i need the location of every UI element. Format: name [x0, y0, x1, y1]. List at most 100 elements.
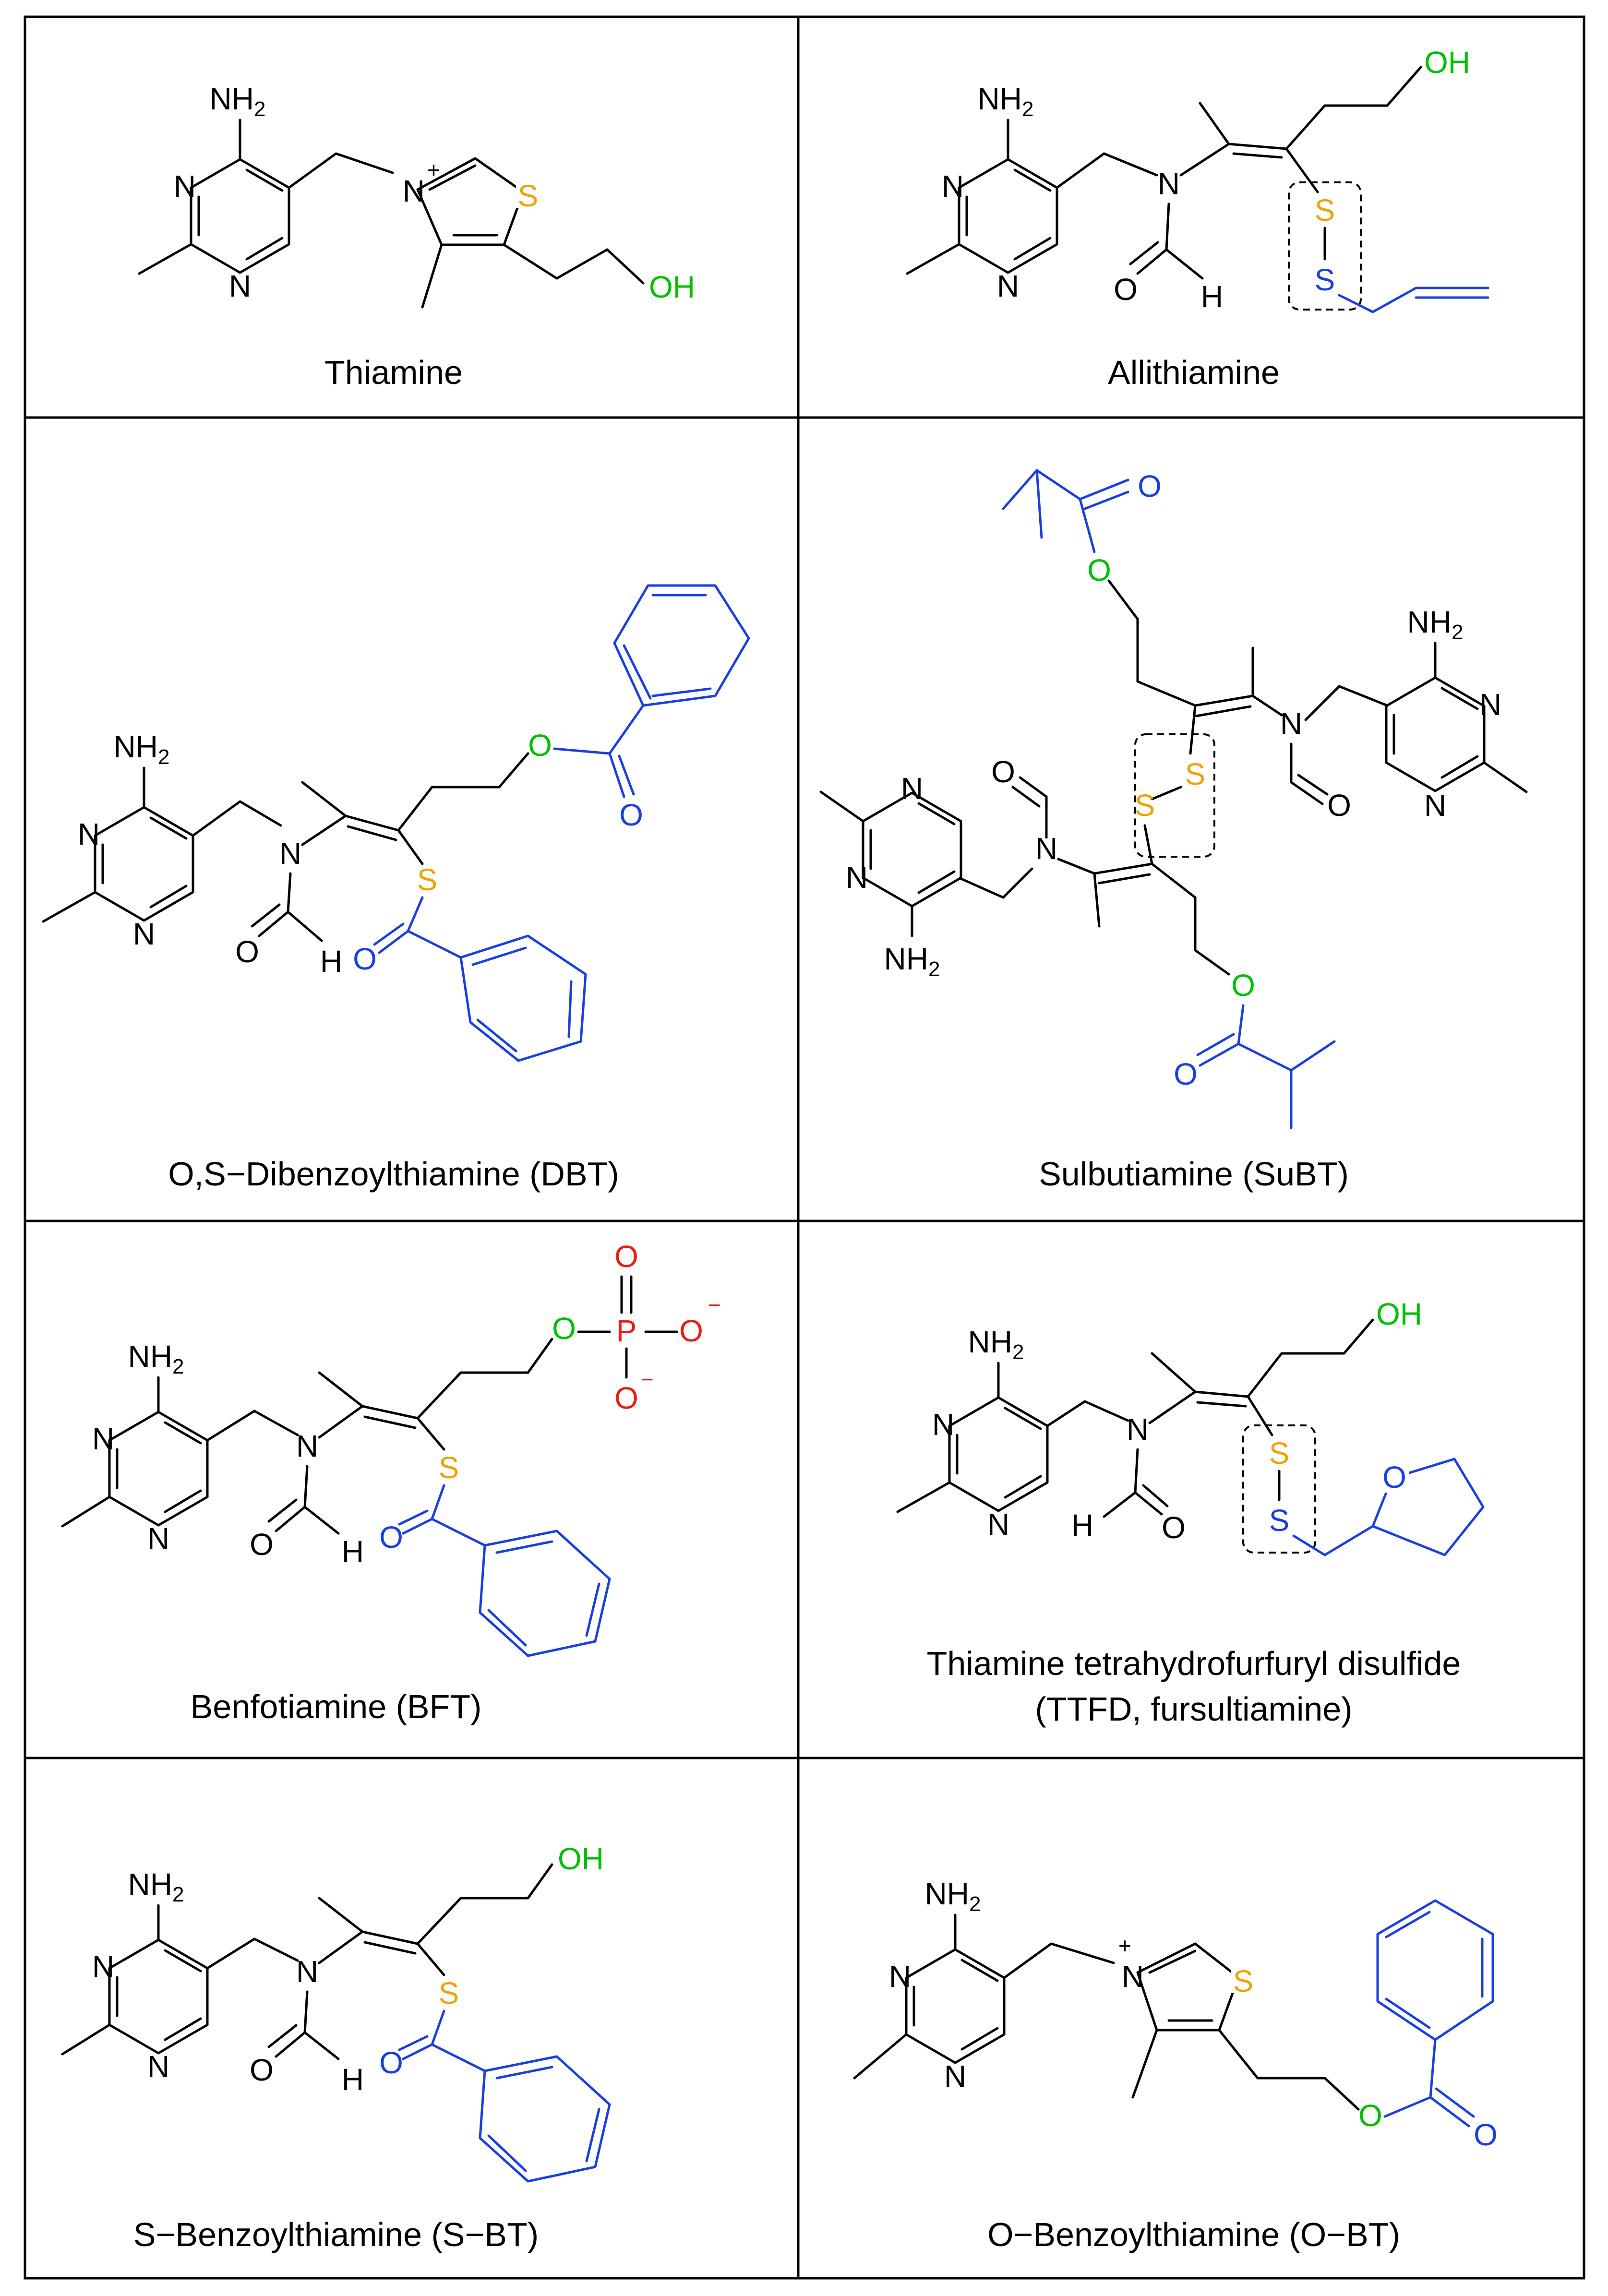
- svg-text:O: O: [1114, 272, 1138, 307]
- svg-text:NH2: NH2: [128, 1339, 184, 1378]
- svg-text:NH2: NH2: [210, 82, 266, 121]
- svg-text:H: H: [320, 944, 342, 979]
- svg-text:NH2: NH2: [114, 729, 170, 769]
- svg-text:N: N: [846, 860, 868, 895]
- svg-text:N: N: [932, 1407, 954, 1442]
- bft-structure: NH2 N N N O H O P O: [61, 1239, 721, 1657]
- svg-text:N: N: [1127, 1412, 1149, 1447]
- svg-text:N: N: [889, 1959, 911, 1994]
- svg-text:N: N: [901, 771, 923, 806]
- svg-text:N: N: [1122, 1959, 1144, 1994]
- svg-text:N: N: [1158, 167, 1180, 201]
- caption-subt: Sulbutiamine (SuBT): [1039, 1155, 1349, 1193]
- caption-thiamine: Thiamine: [324, 354, 463, 391]
- panel-bft: NH2 N N N O H O P O: [61, 1239, 721, 1725]
- svg-text:NH2: NH2: [978, 82, 1034, 121]
- svg-text:NH2: NH2: [968, 1325, 1024, 1364]
- svg-text:S: S: [417, 862, 438, 897]
- svg-text:NH2: NH2: [1407, 605, 1464, 644]
- svg-text:S: S: [1269, 1436, 1290, 1471]
- svg-text:O: O: [991, 754, 1015, 789]
- svg-text:O: O: [1474, 2117, 1498, 2152]
- svg-text:H: H: [342, 2062, 364, 2097]
- svg-text:NH2: NH2: [925, 1877, 981, 1916]
- svg-text:O: O: [1174, 1057, 1198, 1091]
- svg-text:O: O: [614, 1381, 638, 1415]
- svg-text:N: N: [1280, 706, 1302, 741]
- svg-text:O: O: [379, 1520, 403, 1555]
- svg-text:S: S: [439, 1450, 459, 1485]
- svg-text:S: S: [1135, 788, 1155, 823]
- svg-text:O: O: [619, 798, 643, 832]
- caption-obt: O−Benzoylthiamine (O−BT): [987, 2216, 1400, 2253]
- caption-allithiamine: Allithiamine: [1108, 354, 1280, 391]
- svg-text:H: H: [1071, 1508, 1093, 1543]
- svg-text:O: O: [353, 942, 377, 976]
- caption-bft: Benfotiamine (BFT): [191, 1688, 482, 1725]
- panel-allithiamine: NH2 N N N O H OH S: [906, 45, 1489, 391]
- svg-text:N: N: [403, 174, 425, 208]
- svg-text:N: N: [92, 1422, 114, 1456]
- svg-text:NH2: NH2: [128, 1867, 184, 1906]
- caption-ttfd-line1: Thiamine tetrahydrofurfuryl disulfide: [927, 1645, 1461, 1682]
- svg-text:O: O: [250, 2053, 274, 2087]
- svg-text:N: N: [78, 817, 100, 851]
- svg-text:H: H: [342, 1534, 364, 1569]
- panel-obt: NH2 N N N + S O O: [853, 1877, 1498, 2253]
- svg-text:S: S: [1315, 263, 1335, 297]
- svg-text:N: N: [279, 836, 301, 871]
- svg-text:−: −: [641, 1367, 654, 1392]
- svg-text:OH: OH: [558, 1842, 604, 1876]
- svg-text:O: O: [679, 1314, 703, 1348]
- svg-text:N: N: [296, 1429, 318, 1463]
- svg-text:S: S: [1185, 757, 1206, 791]
- panel-thiamine: NH2 N N N + S OH Thiamine: [138, 82, 695, 391]
- svg-text:O: O: [250, 1527, 274, 1562]
- svg-text:N: N: [92, 1949, 114, 1984]
- panel-sbt: NH2 N N N O H OH S O: [61, 1842, 611, 2253]
- svg-text:N: N: [133, 917, 155, 951]
- panel-subt: O O N O NH2 N N S: [819, 469, 1528, 1193]
- svg-text:O: O: [1358, 2098, 1382, 2133]
- svg-text:OH: OH: [649, 270, 695, 304]
- svg-text:O: O: [1327, 788, 1351, 823]
- svg-text:O: O: [1231, 968, 1255, 1003]
- svg-text:N: N: [942, 169, 964, 203]
- allithiamine-structure: NH2 N N N O H OH S: [906, 45, 1489, 314]
- svg-text:P: P: [616, 1314, 637, 1348]
- caption-sbt: S−Benzoylthiamine (S−BT): [133, 2216, 539, 2253]
- sbt-structure: NH2 N N N O H OH S O: [61, 1842, 611, 2183]
- svg-text:N: N: [174, 169, 196, 203]
- dbt-structure: NH2 N N N O H O O: [42, 584, 750, 1062]
- svg-text:S: S: [439, 1976, 459, 2010]
- svg-text:N: N: [1479, 687, 1501, 722]
- svg-text:N: N: [1424, 788, 1446, 823]
- caption-ttfd-line2: (TTFD, fursultiamine): [1035, 1690, 1352, 1728]
- svg-text:N: N: [147, 1521, 169, 1556]
- svg-text:S: S: [1233, 1964, 1254, 1998]
- svg-text:N: N: [229, 269, 251, 303]
- svg-text:−: −: [708, 1292, 721, 1317]
- ttfd-structure: NH2 N N N H O OH S S: [896, 1297, 1485, 1556]
- svg-text:+: +: [427, 157, 440, 182]
- svg-text:N: N: [944, 2059, 966, 2093]
- svg-text:S: S: [1315, 193, 1335, 227]
- svg-text:H: H: [1201, 279, 1223, 314]
- svg-text:O: O: [528, 728, 552, 763]
- svg-text:O: O: [552, 1311, 576, 1346]
- svg-text:OH: OH: [1376, 1297, 1422, 1331]
- panel-ttfd: NH2 N N N H O OH S S: [896, 1297, 1485, 1728]
- svg-text:O: O: [235, 934, 259, 969]
- svg-text:S: S: [1269, 1503, 1290, 1538]
- panel-dbt: NH2 N N N O H O O: [42, 584, 750, 1193]
- svg-text:N: N: [987, 1507, 1009, 1542]
- svg-text:OH: OH: [1424, 45, 1470, 80]
- svg-text:O: O: [1162, 1510, 1186, 1545]
- svg-text:O: O: [1087, 553, 1111, 587]
- svg-text:S: S: [518, 179, 539, 213]
- svg-text:N: N: [997, 269, 1019, 303]
- svg-text:O: O: [379, 2045, 403, 2080]
- caption-dbt: O,S−Dibenzoylthiamine (DBT): [168, 1155, 619, 1193]
- subt-structure: O O N O NH2 N N S: [819, 469, 1528, 1129]
